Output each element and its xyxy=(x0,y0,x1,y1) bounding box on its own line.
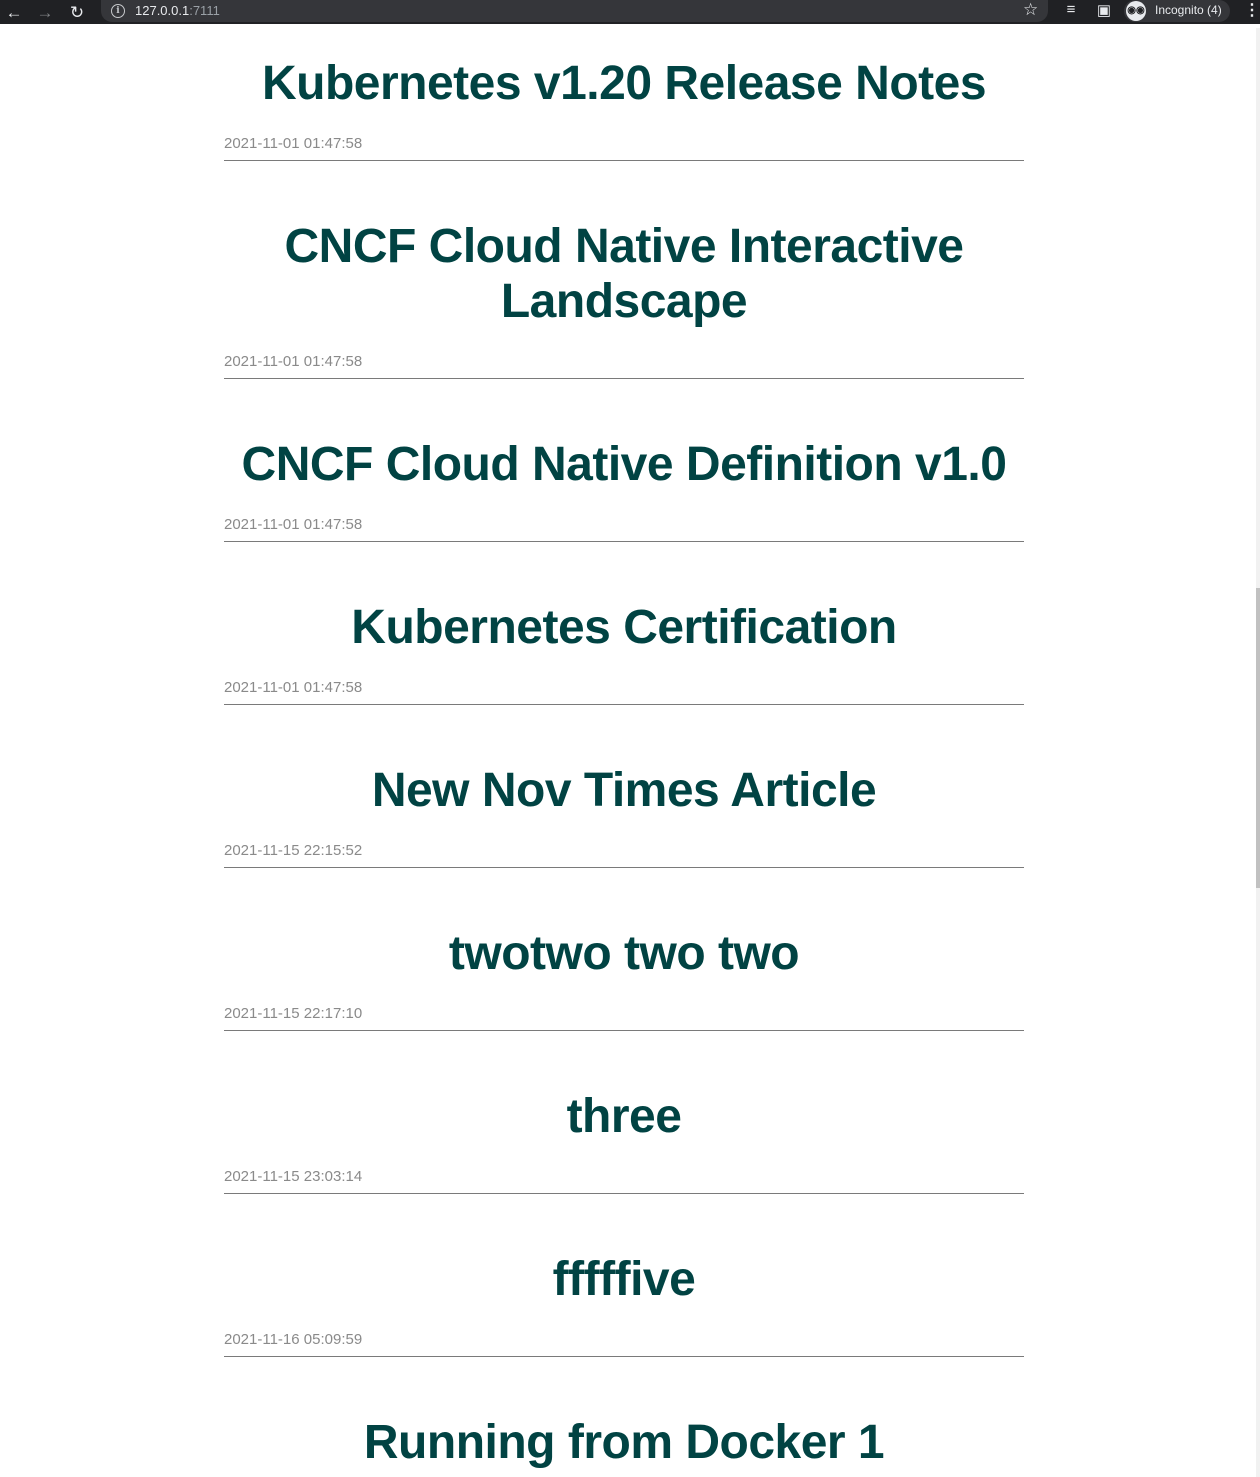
article-date: 2021-11-01 01:47:58 xyxy=(224,135,363,152)
article-list: Kubernetes v1.20 Release Notes 2021-11-01… xyxy=(224,28,1024,1477)
article-item: three 2021-11-15 23:03:14 xyxy=(224,1031,1024,1194)
article-title[interactable]: CNCF Cloud Native Definition v1.0 xyxy=(241,438,1007,491)
article-date: 2021-11-01 01:47:58 xyxy=(224,516,363,533)
article-title[interactable]: Kubernetes v1.20 Release Notes xyxy=(261,57,987,110)
article-divider xyxy=(224,1356,1024,1357)
article-item: Running from Docker 12021-11-16 06:52:49 xyxy=(224,1357,1024,1477)
article-divider xyxy=(224,541,1024,542)
url-port: :7111 xyxy=(189,3,220,18)
reload-icon[interactable]: ↻ xyxy=(69,2,85,22)
article-divider xyxy=(224,1193,1024,1194)
article-item: New Nov Times Article 2021-11-15 22:15:52 xyxy=(224,705,1024,868)
article-title[interactable]: twotwo two two xyxy=(448,927,800,980)
forward-icon[interactable]: → xyxy=(36,2,54,22)
incognito-icon: ◉◉ xyxy=(1126,1,1146,21)
scrollbar[interactable] xyxy=(1256,28,1260,1477)
article-title[interactable]: New Nov Times Article xyxy=(371,764,877,817)
page-viewport: Kubernetes v1.20 Release Notes 2021-11-01… xyxy=(0,28,1256,1477)
info-icon[interactable]: i xyxy=(111,4,125,18)
article-item: Kubernetes Certification 2021-11-01 01:47… xyxy=(224,542,1024,705)
article-divider xyxy=(224,1030,1024,1031)
article-divider xyxy=(224,867,1024,868)
article-date: 2021-11-15 22:15:52 xyxy=(224,842,363,859)
incognito-label: Incognito (4) xyxy=(1155,3,1222,17)
article-title[interactable]: three xyxy=(566,1090,682,1143)
star-icon[interactable]: ☆ xyxy=(1023,0,1039,19)
article-item: CNCF Cloud Native Definition v1.0 2021-11… xyxy=(224,379,1024,542)
article-date: 2021-11-01 01:47:58 xyxy=(224,679,363,696)
article-date: 2021-11-01 01:47:58 xyxy=(224,353,363,370)
article-date: 2021-11-15 22:17:10 xyxy=(224,1005,363,1022)
back-icon[interactable]: ← xyxy=(5,2,23,22)
media-control-icon[interactable]: ≡ xyxy=(1066,1,1076,18)
article-title[interactable]: Kubernetes Certification xyxy=(351,601,897,654)
article-title[interactable]: fffffive xyxy=(552,1253,696,1306)
article-item: Kubernetes v1.20 Release Notes 2021-11-01… xyxy=(224,28,1024,161)
article-title[interactable]: Running from Docker 1 xyxy=(363,1416,885,1469)
address-bar[interactable]: i 127.0.0.1:7111 ☆ xyxy=(101,0,1048,22)
url-host: 127.0.0.1 xyxy=(135,3,190,18)
article-item: CNCF Cloud Native Interactive Landscape 2… xyxy=(224,161,1024,379)
tab-search-icon[interactable]: ▣ xyxy=(1096,2,1112,19)
scrollbar-thumb[interactable] xyxy=(1256,588,1260,888)
browser-toolbar: ← → ↻ i 127.0.0.1:7111 ☆ ≡ ▣ ◉◉ Incognit… xyxy=(0,0,1260,24)
article-item: fffffive 2021-11-16 05:09:59 xyxy=(224,1194,1024,1357)
article-divider xyxy=(224,704,1024,705)
incognito-profile-button[interactable]: ◉◉ Incognito (4) xyxy=(1124,0,1230,22)
kebab-menu-icon[interactable]: ⋮ xyxy=(1244,2,1260,19)
article-date: 2021-11-16 05:09:59 xyxy=(224,1331,363,1348)
article-date: 2021-11-15 23:03:14 xyxy=(224,1168,363,1185)
article-item: twotwo two two 2021-11-15 22:17:10 xyxy=(224,868,1024,1031)
article-title[interactable]: CNCF Cloud Native Interactive Landscape xyxy=(284,220,964,328)
article-divider xyxy=(224,160,1024,161)
url-text[interactable]: 127.0.0.1:7111 xyxy=(135,3,220,18)
article-divider xyxy=(224,378,1024,379)
